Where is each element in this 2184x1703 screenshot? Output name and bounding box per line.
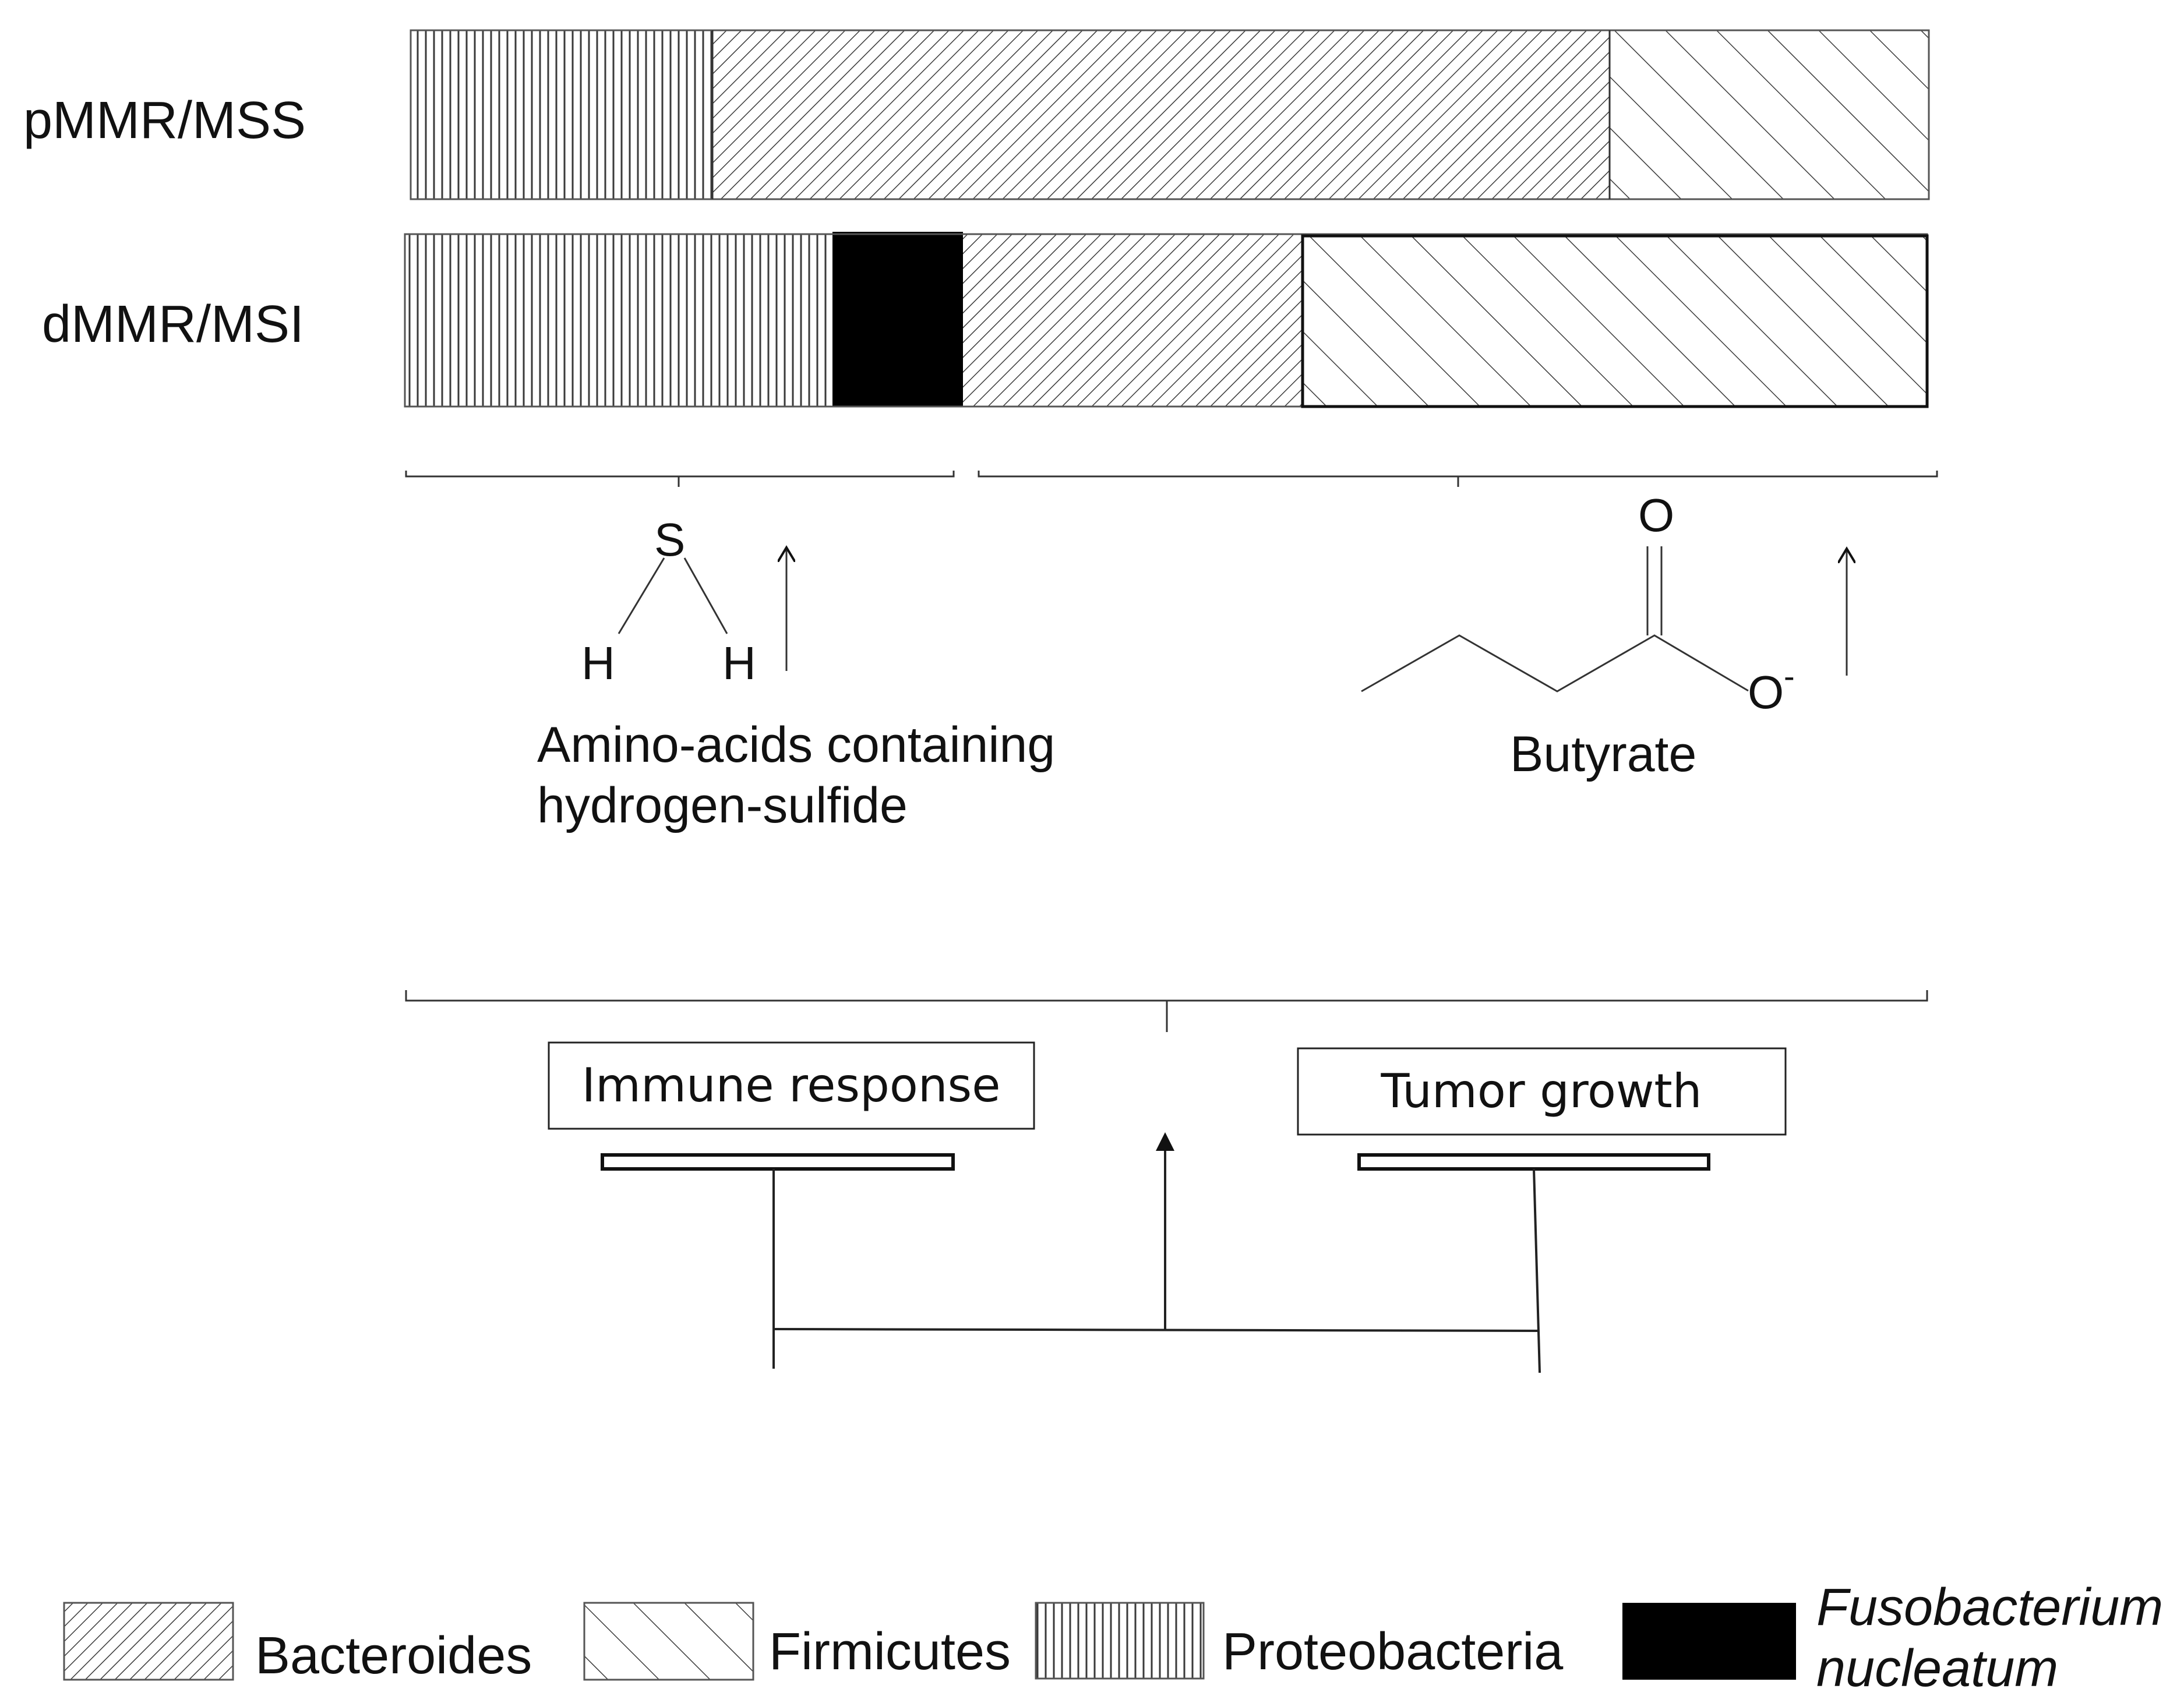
legend-label-proteobacteria: Proteobacteria	[1222, 1623, 1564, 1681]
legend-item-bacteroides: Bacteroides	[63, 1602, 532, 1685]
segment-fusobacterium	[832, 232, 963, 407]
inhibition-bar-immune	[601, 1153, 955, 1369]
immune-response-box: Immune response	[548, 1041, 1035, 1130]
butyrate-charge: -	[1784, 658, 1795, 694]
butyrate-molecule: O O -	[1361, 489, 1795, 718]
h2s-caption-line2: hydrogen-sulfide	[537, 778, 908, 833]
legend-swatch-bacteroides	[63, 1602, 234, 1681]
tumor-growth-label: Tumor growth	[1381, 1064, 1702, 1118]
h2s-caption-line1: Amino-acids containing	[537, 717, 1055, 773]
legend-swatch-fusobacterium	[1622, 1603, 1796, 1680]
inhibition-bar-tumor	[1357, 1153, 1710, 1373]
legend-item-fusobacterium: Fusobacterium nucleatum	[1622, 1578, 2163, 1698]
legend-label-fusobacterium-line1: Fusobacterium	[1816, 1578, 2163, 1637]
legend-swatch-proteobacteria	[1035, 1602, 1205, 1680]
segment-bacteroides	[963, 234, 1303, 407]
h2s-atom-h-left: H	[581, 637, 615, 689]
row-label-pmmr: pMMR/MSS	[23, 91, 306, 150]
legend-item-proteobacteria: Proteobacteria	[1035, 1602, 1564, 1681]
tumor-growth-box: Tumor growth	[1297, 1047, 1787, 1136]
butyrate-atom-o-minus: O	[1748, 666, 1784, 718]
h2s-molecule: S H H	[581, 514, 756, 689]
legend-swatch-firmicutes	[583, 1602, 754, 1681]
h2s-atom-h-right: H	[722, 637, 756, 689]
segment-proteobacteria	[405, 234, 832, 407]
legend: Bacteroides Firmicutes Proteobacteria Fu…	[63, 1578, 2163, 1698]
segment-firmicutes	[1610, 30, 1929, 199]
segment-proteobacteria	[411, 30, 712, 199]
segment-bacteroides	[712, 30, 1610, 199]
legend-item-firmicutes: Firmicutes	[583, 1602, 1011, 1681]
brace-left	[405, 471, 955, 487]
row-label-dmmr: dMMR/MSI	[42, 295, 304, 354]
brace-right	[978, 471, 1938, 487]
immune-response-label: Immune response	[582, 1058, 1001, 1112]
legend-label-firmicutes: Firmicutes	[769, 1623, 1011, 1681]
h2s-atom-s: S	[654, 514, 685, 566]
segment-firmicutes	[1303, 236, 1927, 407]
legend-label-bacteroides: Bacteroides	[255, 1627, 532, 1685]
bar-dmmr-msi	[404, 232, 1929, 408]
brace-combined	[405, 990, 1928, 1032]
butyrate-atom-o-top: O	[1638, 489, 1674, 541]
legend-label-fusobacterium-line2: nucleatum	[1816, 1640, 2058, 1698]
bar-pmmr-mss	[410, 29, 1930, 200]
butyrate-caption: Butyrate	[1510, 726, 1696, 782]
